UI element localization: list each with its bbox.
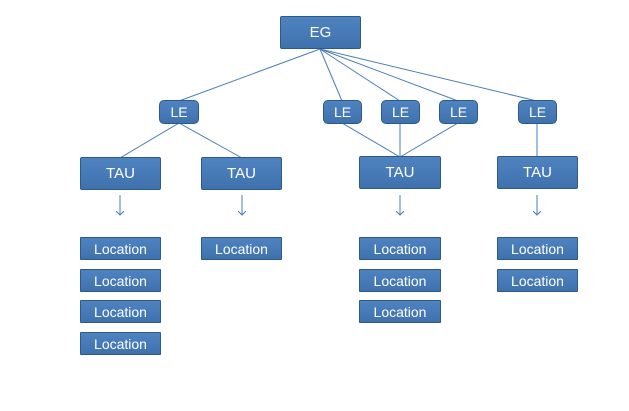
location-node: Location bbox=[80, 237, 161, 260]
le-node-1: LE bbox=[159, 100, 199, 124]
tau-node-1: TAU bbox=[80, 157, 161, 190]
location-node: Location bbox=[359, 300, 441, 323]
tau-node-4: TAU bbox=[497, 156, 578, 189]
connector-eg-le-4 bbox=[319, 48, 459, 102]
connector-le-tau-1 bbox=[119, 122, 180, 159]
le-node-3: LE bbox=[381, 100, 420, 124]
connector-eg-le-3 bbox=[319, 48, 401, 102]
tau-node-2: TAU bbox=[201, 157, 282, 190]
eg-node: EG bbox=[280, 16, 361, 49]
connector-le-tau-2 bbox=[178, 122, 243, 159]
location-node: Location bbox=[80, 269, 161, 292]
location-node: Location bbox=[80, 332, 161, 355]
location-node: Location bbox=[201, 237, 282, 260]
connector-eg-le-1 bbox=[178, 48, 321, 102]
le-node-5: LE bbox=[518, 100, 557, 124]
connector-eg-le-5 bbox=[319, 48, 538, 102]
location-node: Location bbox=[497, 237, 578, 260]
connector-le-tau-3 bbox=[341, 122, 401, 158]
connector-le-tau-5 bbox=[399, 122, 459, 158]
location-node: Location bbox=[80, 300, 161, 323]
le-node-4: LE bbox=[439, 100, 478, 124]
connector-eg-le-2 bbox=[319, 48, 343, 102]
location-node: Location bbox=[497, 269, 578, 292]
tau-node-3: TAU bbox=[359, 156, 441, 189]
location-node: Location bbox=[359, 269, 441, 292]
le-node-2: LE bbox=[323, 100, 362, 124]
location-node: Location bbox=[359, 237, 441, 260]
